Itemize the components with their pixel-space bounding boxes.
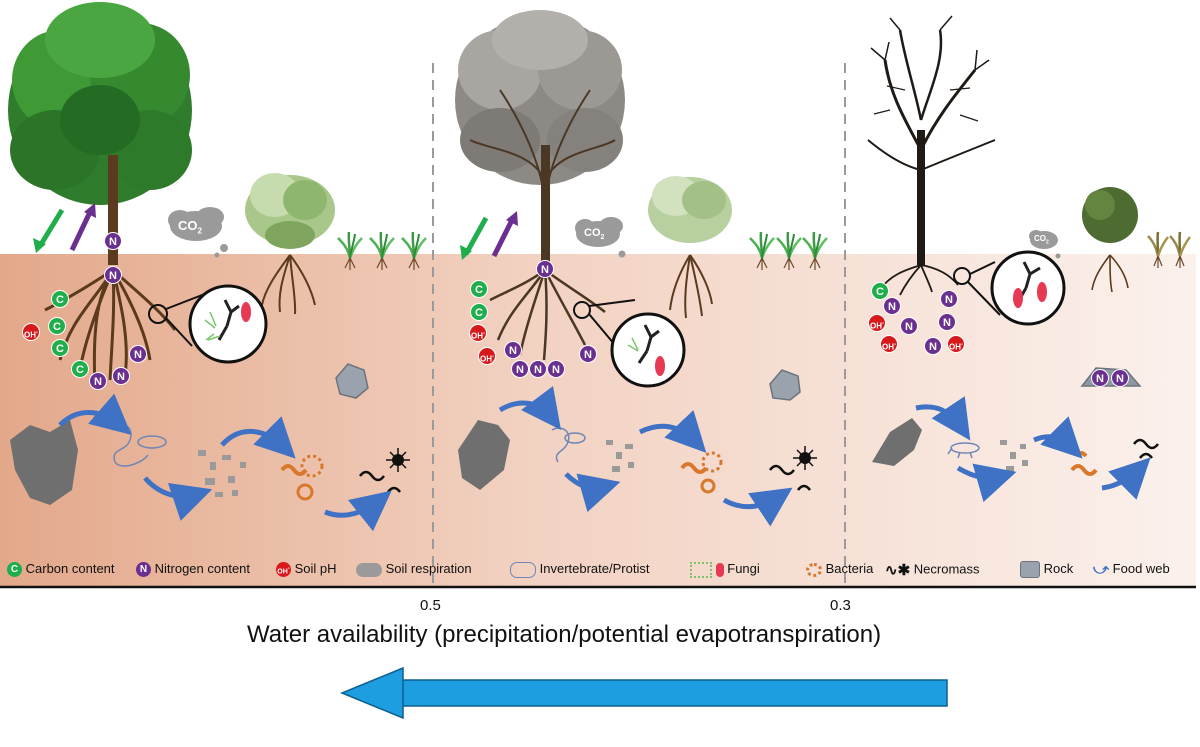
hydroxide-symbol: OH- xyxy=(947,335,965,353)
nitrogen-symbol: N xyxy=(547,360,565,378)
panel-medium xyxy=(455,10,829,401)
co2-label: CO2 xyxy=(584,227,605,242)
tree-trunk xyxy=(108,155,118,265)
fungi-icon xyxy=(690,561,712,578)
carbon-symbol: C xyxy=(71,360,89,378)
magnifier-icon xyxy=(573,299,686,388)
tree-trunk xyxy=(541,145,550,265)
tick-label-0.5: 0.5 xyxy=(420,597,441,614)
carbon-symbol: C xyxy=(470,280,488,298)
fungi-spore-icon xyxy=(715,562,724,577)
co2-cloud-icon xyxy=(356,562,382,577)
invertebrate-icon xyxy=(947,442,980,459)
nitrogen-symbol: N xyxy=(104,232,122,250)
co2-cloud-icon xyxy=(1029,230,1061,259)
hydroxide-symbol: OH- xyxy=(478,347,496,365)
legend-bacteria: Bacteria xyxy=(806,561,873,577)
legend-respiration: Soil respiration xyxy=(356,561,472,577)
bacteria-icon xyxy=(280,454,324,501)
nitrogen-symbol: N xyxy=(104,266,122,284)
nitrogen-symbol: N xyxy=(924,337,942,355)
nitrogen-symbol: N xyxy=(536,260,554,278)
nitrogen-symbol: N xyxy=(511,360,529,378)
nitrogen-symbol: N xyxy=(89,372,107,390)
arrow-exchange-icon xyxy=(460,211,518,260)
bare-tree xyxy=(867,15,996,265)
leaf-litter-icon xyxy=(458,420,510,490)
leaf-litter-icon xyxy=(10,420,78,505)
axis-title: Water availability (precipitation/potent… xyxy=(247,621,882,648)
necromass-icon xyxy=(769,446,817,491)
legend-fungi: Fungi xyxy=(690,561,760,578)
nitrogen-symbol: N xyxy=(579,345,597,363)
rock-icon xyxy=(1020,561,1040,579)
magnifier-icon xyxy=(953,250,1066,326)
foodweb-row-dry xyxy=(872,396,1159,503)
bacteria-icon xyxy=(806,562,822,577)
bacteria-icon xyxy=(680,451,723,494)
nitrogen-symbol: N xyxy=(900,317,918,335)
hydroxide-symbol: OH- xyxy=(868,314,886,332)
hydroxide-symbol: OH- xyxy=(22,323,40,341)
rock-icon xyxy=(335,363,369,399)
nitrogen-symbol: N xyxy=(129,345,147,363)
carbon-icon: C xyxy=(7,562,22,578)
nitrogen-symbol: N xyxy=(529,360,547,378)
foodweb-arrows xyxy=(915,396,1151,503)
legend-rock: Rock xyxy=(1020,561,1073,579)
legend-foodweb: ⤻ Food web xyxy=(1093,561,1170,579)
foodweb-arrow-icon: ⤻ xyxy=(1093,561,1110,579)
legend-necromass: ∿✱ Necromass xyxy=(885,561,980,579)
foodweb-arrows xyxy=(58,393,392,532)
nitrogen-symbol: N xyxy=(1111,369,1129,387)
shrub xyxy=(648,176,732,319)
shrub xyxy=(245,173,335,315)
nitrogen-symbol: N xyxy=(938,313,956,331)
legend-carbon: C Carbon content xyxy=(7,561,115,578)
nitrogen-symbol: N xyxy=(112,367,130,385)
invertebrate-icon xyxy=(510,561,536,578)
carbon-symbol: C xyxy=(470,303,488,321)
direction-arrow-icon xyxy=(340,666,948,720)
carbon-symbol: C xyxy=(48,317,66,335)
foodweb-row-medium xyxy=(458,385,817,527)
nitrogen-symbol: N xyxy=(940,290,958,308)
legend-ph: OH- Soil pH xyxy=(276,561,337,578)
legend-nitrogen: N Nitrogen content xyxy=(136,561,250,578)
legend-invertebrate: Invertebrate/Protist xyxy=(510,561,649,578)
shrub xyxy=(1082,187,1138,293)
foodweb-row-wet xyxy=(10,393,410,532)
nitrogen-symbol: N xyxy=(883,297,901,315)
carbon-symbol: C xyxy=(871,282,889,300)
nitrogen-symbol: N xyxy=(504,341,522,359)
sparse-tree-canopy xyxy=(455,10,625,201)
hydroxide-symbol: OH- xyxy=(469,324,487,342)
hydroxide-symbol: OH- xyxy=(880,335,898,353)
debris-icon xyxy=(606,440,634,472)
nitrogen-symbol: N xyxy=(1091,369,1109,387)
necromass-icon: ∿✱ xyxy=(885,562,911,579)
necromass-icon xyxy=(1133,438,1159,459)
panel-dry xyxy=(867,15,1192,387)
rock-icon xyxy=(769,369,801,401)
green-tree-canopy xyxy=(8,2,192,205)
co2-cloud-icon xyxy=(168,207,228,258)
magnifier-icon xyxy=(148,284,268,364)
foodweb-arrows xyxy=(498,385,793,527)
carbon-symbol: C xyxy=(51,290,69,308)
debris-icon xyxy=(198,450,246,497)
leaf-litter-icon xyxy=(872,418,922,466)
co2-cloud-icon xyxy=(575,217,626,258)
carbon-symbol: C xyxy=(51,339,69,357)
co2-label: CO2 xyxy=(178,218,202,236)
hydroxide-icon: OH- xyxy=(276,562,291,578)
co2-label: CO2 xyxy=(1034,234,1049,246)
panel-wet xyxy=(8,2,428,399)
arrow-exchange-icon xyxy=(33,203,96,253)
tick-label-0.3: 0.3 xyxy=(830,597,851,614)
nitrogen-icon: N xyxy=(136,562,151,578)
